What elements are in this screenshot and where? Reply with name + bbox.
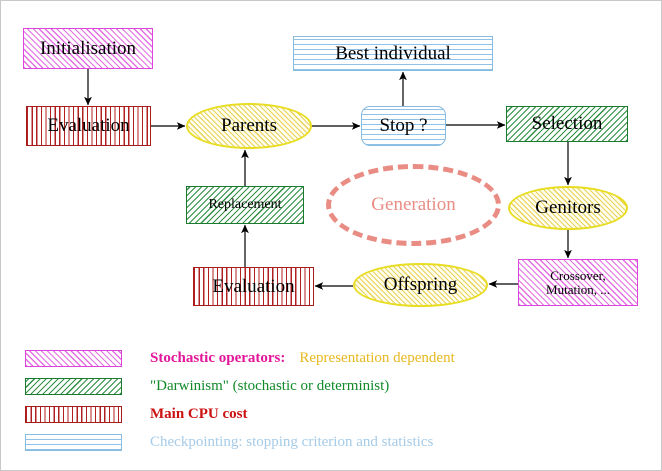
node-parents-label: Parents: [221, 115, 277, 137]
node-best-individual-label: Best individual: [335, 42, 451, 64]
node-replacement-label: Replacement: [208, 196, 282, 212]
node-selection[interactable]: Selection: [506, 106, 628, 142]
legend-row-checkpointing: Checkpointing: stopping criterion and st…: [25, 430, 645, 455]
node-stop-label: Stop ?: [379, 115, 428, 137]
legend-text-cpu: Main CPU cost: [150, 406, 248, 422]
node-selection-label: Selection: [531, 113, 603, 135]
node-genitors[interactable]: Genitors: [508, 186, 628, 230]
node-crossover-mutation-label: Crossover, Mutation, ...: [546, 267, 610, 297]
node-evaluation-bottom[interactable]: Evaluation: [193, 267, 314, 306]
legend-row-stochastic: Stochastic operators: Representation depe…: [25, 346, 645, 371]
legend-row-darwinism: "Darwinism" (stochastic or determinist): [25, 374, 645, 399]
legend-text-stochastic: Stochastic operators:: [150, 350, 286, 366]
node-best-individual[interactable]: Best individual: [293, 36, 493, 71]
node-evaluation-bottom-label: Evaluation: [212, 275, 295, 297]
node-generation: Generation: [326, 164, 501, 246]
node-offspring-label: Offspring: [383, 274, 458, 296]
legend-text-darwinism: "Darwinism" (stochastic or determinist): [150, 378, 390, 394]
node-evaluation-top-label: Evaluation: [47, 115, 130, 137]
legend-label-stochastic: Stochastic operators: Representation depe…: [150, 350, 455, 367]
node-genitors-label: Genitors: [535, 197, 601, 219]
legend-swatch-stochastic: [25, 350, 122, 367]
legend-swatch-cpu: [25, 406, 122, 423]
node-evaluation-top[interactable]: Evaluation: [26, 106, 151, 146]
node-initialisation[interactable]: Initialisation: [23, 28, 153, 69]
node-generation-label: Generation: [371, 194, 456, 216]
legend-swatch-checkpointing: [25, 434, 122, 451]
node-parents[interactable]: Parents: [186, 103, 312, 149]
legend-text-representation: Representation dependent: [299, 350, 455, 366]
node-crossover-mutation[interactable]: Crossover, Mutation, ...: [518, 259, 638, 306]
legend: Stochastic operators: Representation depe…: [25, 346, 645, 458]
node-offspring[interactable]: Offspring: [353, 263, 488, 307]
legend-swatch-darwinism: [25, 378, 122, 395]
node-stop[interactable]: Stop ?: [361, 106, 446, 146]
node-replacement[interactable]: Replacement: [186, 186, 304, 224]
node-initialisation-label: Initialisation: [39, 37, 137, 59]
legend-row-cpu: Main CPU cost: [25, 402, 645, 427]
legend-text-checkpointing: Checkpointing: stopping criterion and st…: [150, 434, 434, 450]
